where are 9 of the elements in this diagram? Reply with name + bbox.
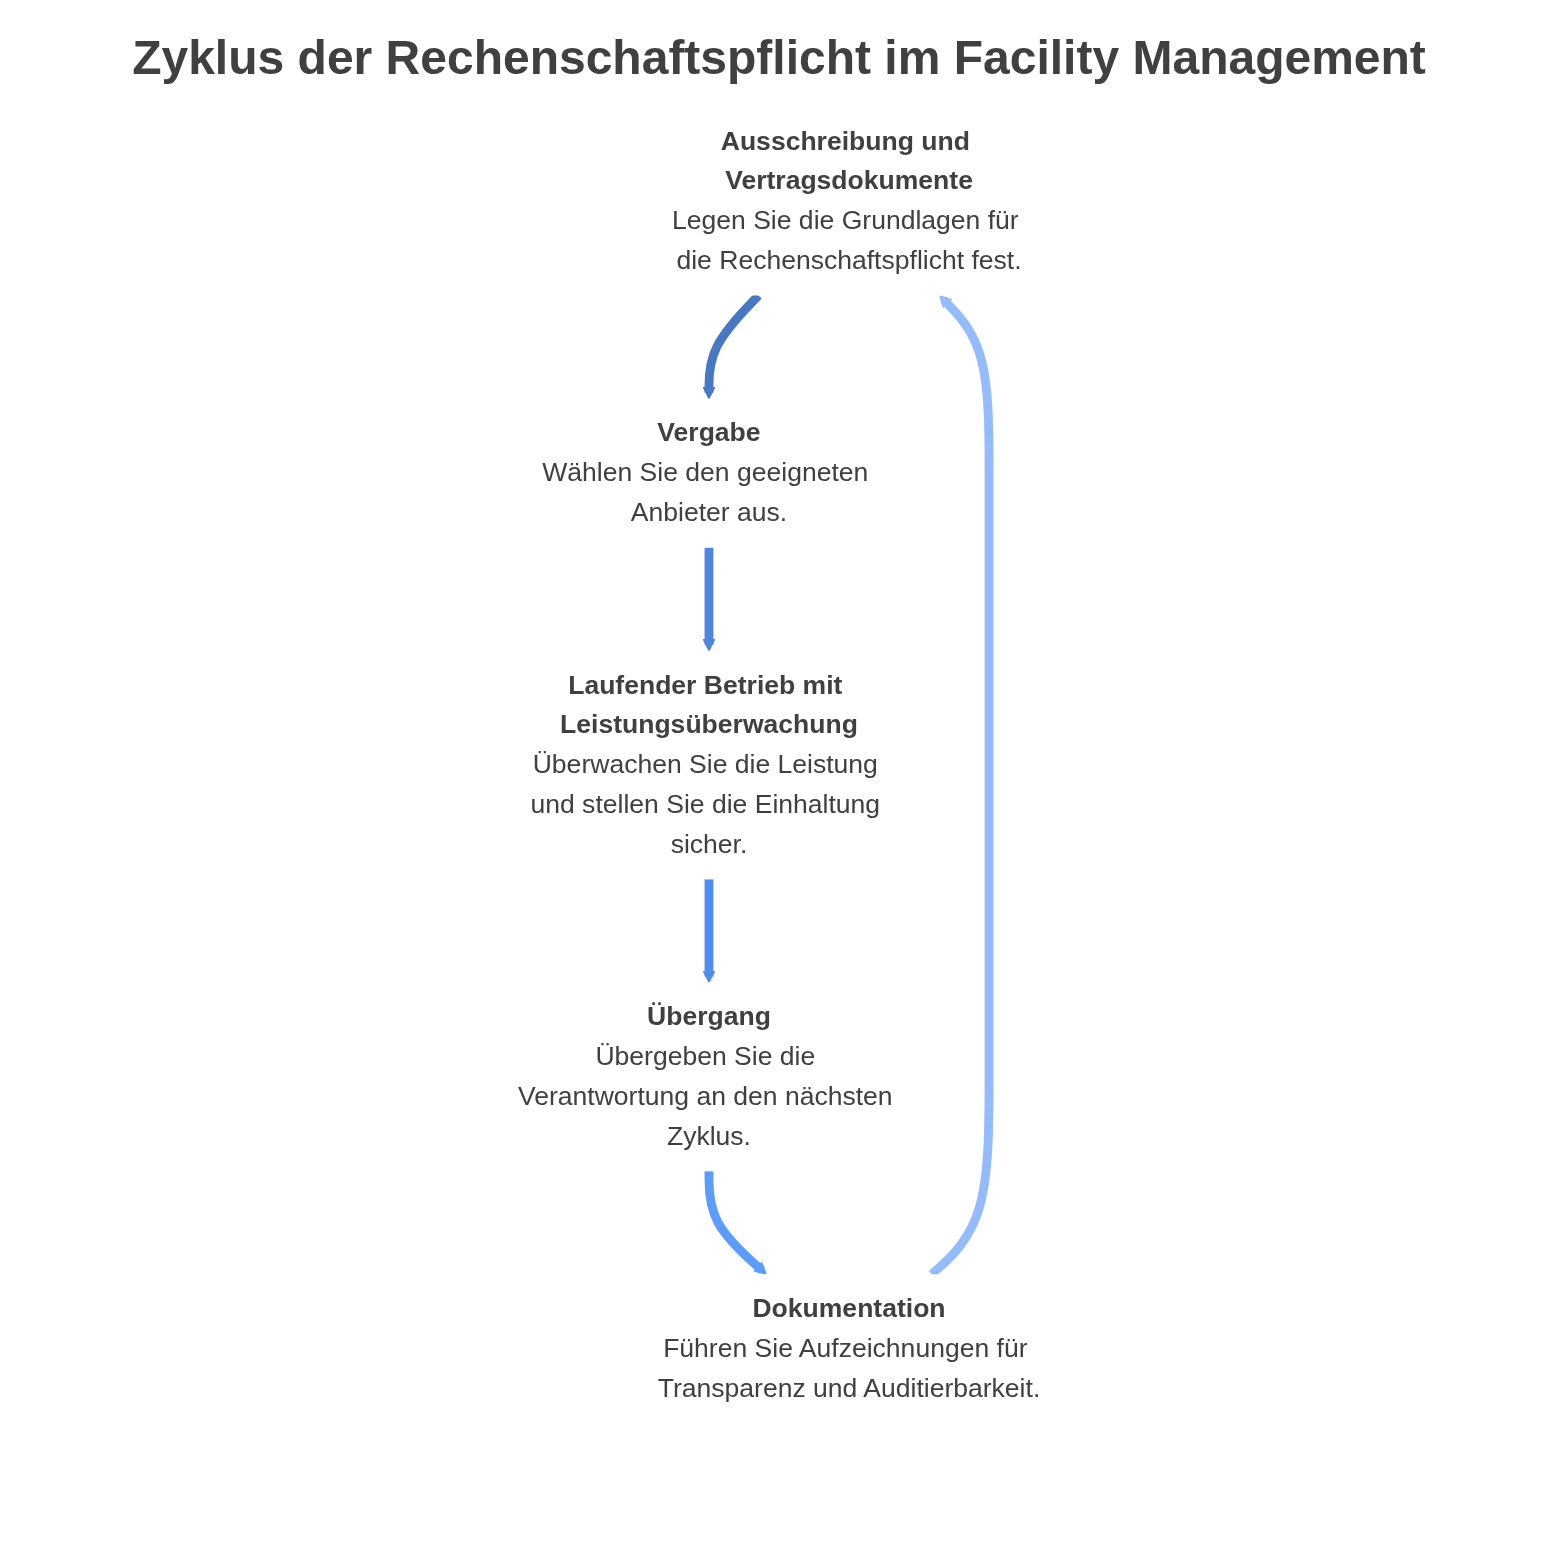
- node-text: Laufender Betrieb mit Leistungsüberwachung Überwachen Sie die Leistung und stellen Sie die Einhaltung sicher.: [530, 669, 881, 859]
- node-text: Übergang Übergeben Sie die Verantwortung an den nächsten Zyklus.: [517, 1001, 893, 1151]
- node-text: Dokumentation Führen Sie Aufzeichnungen für Transparenz und Auditierbarkeit.: [657, 1293, 1041, 1403]
- arrow: [702, 547, 716, 652]
- node-text: Ausschreibung und Vertragsdokumente Legen Sie die Grundlagen für die Rechenschaftspflicht fest.: [671, 125, 1022, 275]
- diagram-title: Zyklus der Rechenschaftspflicht im Facility Management: [131, 30, 1427, 85]
- arrow: [702, 879, 716, 984]
- arrow: [704, 1171, 767, 1275]
- node-text: Vergabe Wählen Sie den geeigneten Anbieter aus.: [542, 417, 869, 527]
